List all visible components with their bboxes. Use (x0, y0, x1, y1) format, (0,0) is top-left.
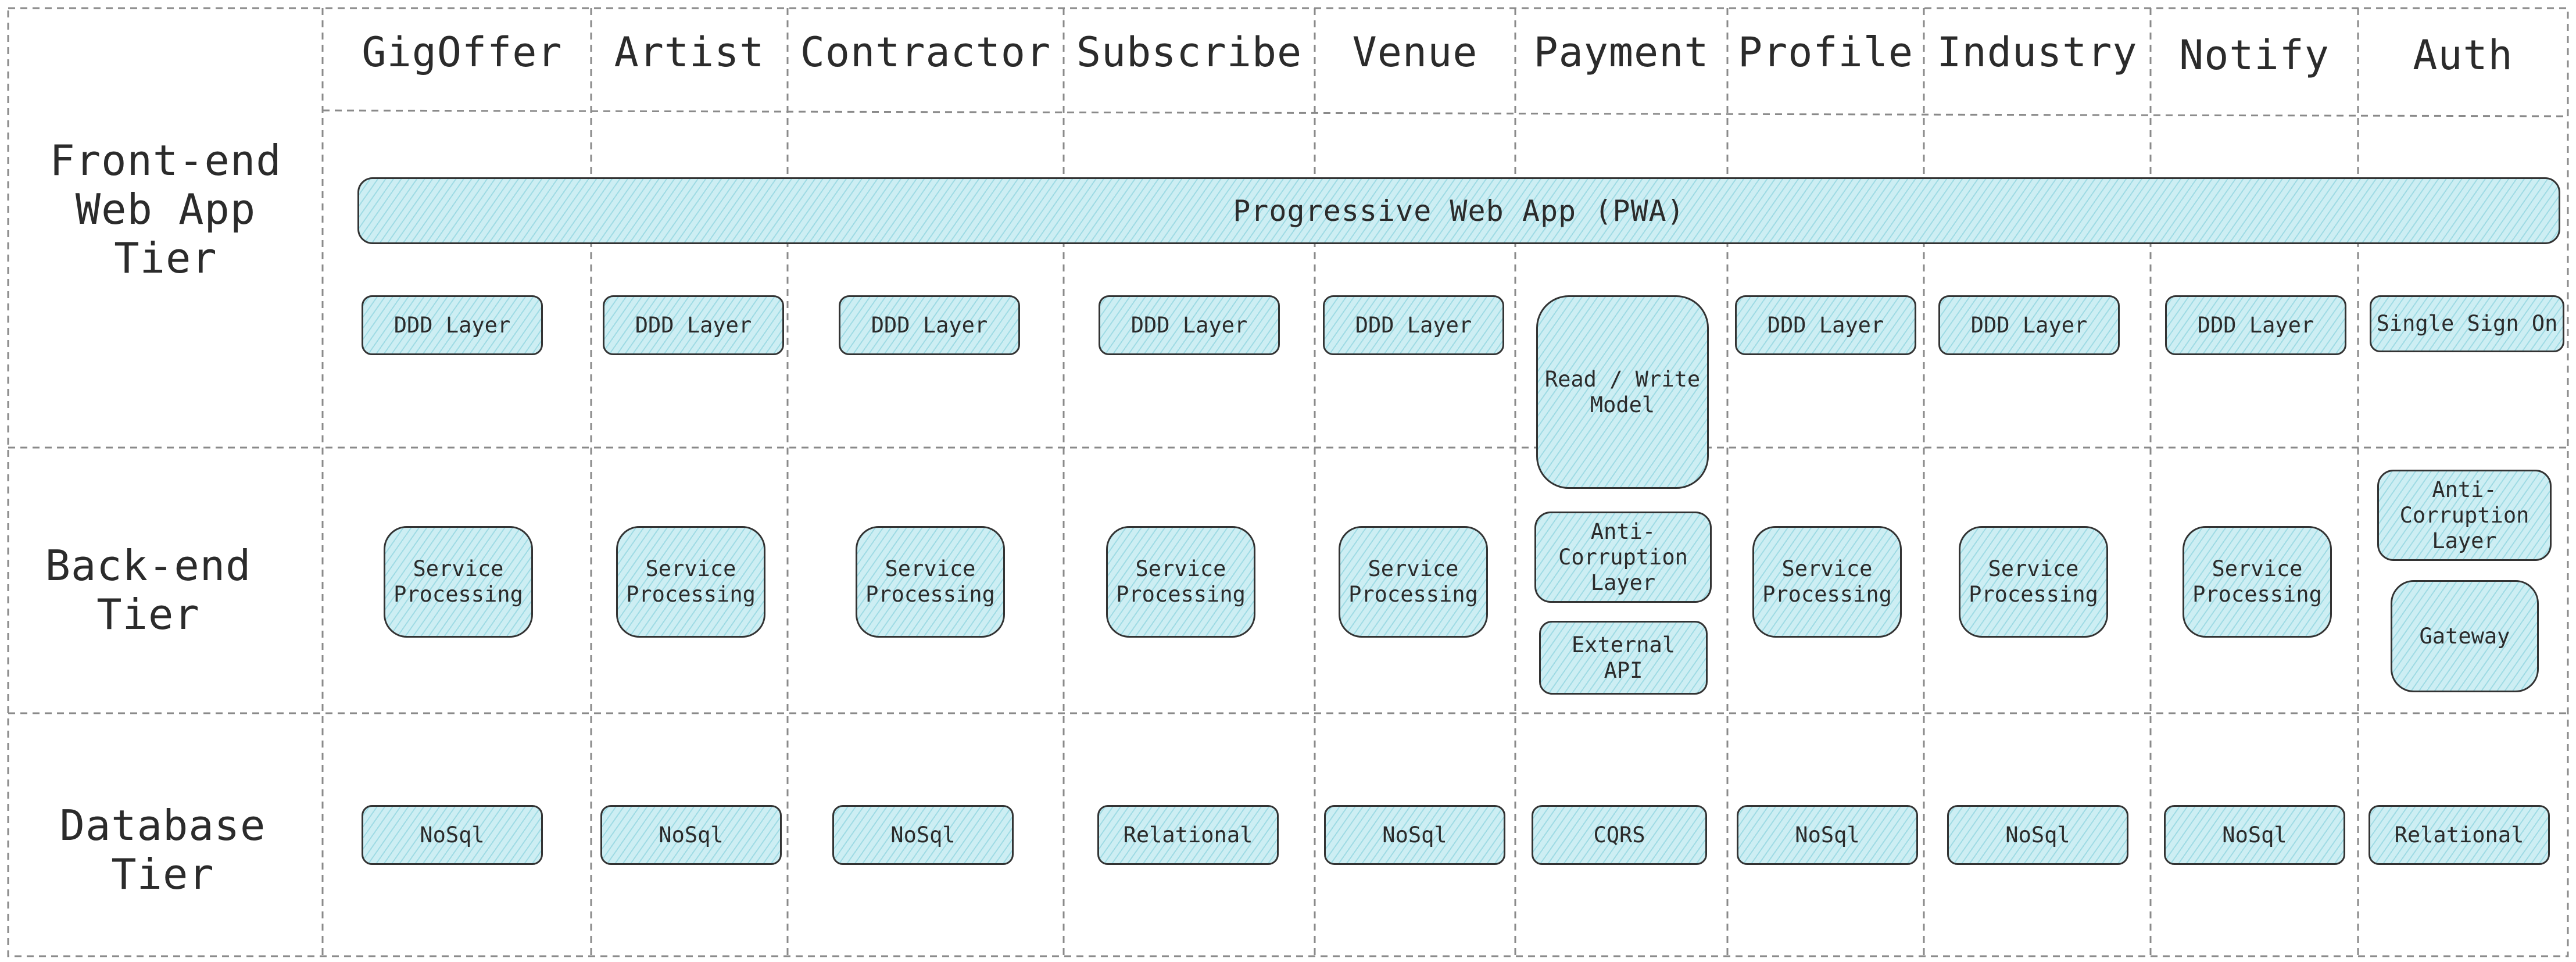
ddd-layer-subscribe: DDD Layer (1099, 295, 1280, 355)
column-header-auth: Auth (2413, 31, 2513, 79)
database-notify: NoSql (2164, 805, 2345, 865)
service-processing-gigoffer: Service Processing (384, 526, 533, 638)
database-industry: NoSql (1947, 805, 2128, 865)
database-contractor: NoSql (832, 805, 1014, 865)
tier-label-frontend: Front-end Web App Tier (49, 136, 282, 282)
read-write-model-payment: Read / Write Model (1536, 295, 1709, 489)
ddd-layer-contractor: DDD Layer (839, 295, 1020, 355)
service-processing-artist: Service Processing (616, 526, 765, 638)
ddd-layer-artist: DDD Layer (603, 295, 784, 355)
column-header-artist: Artist (614, 28, 765, 76)
ddd-layer-venue: DDD Layer (1323, 295, 1504, 355)
ddd-layer-notify: DDD Layer (2165, 295, 2346, 355)
service-processing-industry: Service Processing (1959, 526, 2108, 638)
database-auth: Relational (2369, 805, 2550, 865)
database-profile: NoSql (1737, 805, 1918, 865)
database-subscribe: Relational (1097, 805, 1279, 865)
database-venue: NoSql (1324, 805, 1505, 865)
anti-corruption-layer-payment: Anti- Corruption Layer (1534, 512, 1712, 603)
ddd-layer-profile: DDD Layer (1735, 295, 1916, 355)
column-header-subscribe: Subscribe (1076, 28, 1303, 76)
column-header-notify: Notify (2179, 31, 2330, 79)
service-processing-venue: Service Processing (1339, 526, 1488, 638)
column-header-contractor: Contractor (800, 28, 1051, 76)
service-processing-notify: Service Processing (2183, 526, 2332, 638)
column-header-venue: Venue (1352, 28, 1478, 76)
tier-label-backend: Back-end Tier (45, 541, 252, 639)
tier-label-database: Database Tier (59, 801, 266, 899)
service-processing-subscribe: Service Processing (1106, 526, 1255, 638)
service-processing-profile: Service Processing (1752, 526, 1902, 638)
pwa-banner: Progressive Web App (PWA) (357, 177, 2560, 244)
column-header-industry: Industry (1937, 28, 2138, 76)
column-header-payment: Payment (1533, 28, 1709, 76)
column-header-profile: Profile (1737, 28, 1913, 76)
database-gigoffer: NoSql (362, 805, 543, 865)
ddd-layer-gigoffer: DDD Layer (362, 295, 543, 355)
single-sign-on-auth: Single Sign On (2370, 295, 2564, 352)
anti-corruption-layer-auth: Anti- Corruption Layer (2377, 470, 2552, 561)
database-payment: CQRS (1532, 805, 1707, 865)
service-processing-contractor: Service Processing (856, 526, 1005, 638)
ddd-layer-industry: DDD Layer (1938, 295, 2120, 355)
column-header-gigoffer: GigOffer (362, 28, 563, 76)
database-artist: NoSql (600, 805, 782, 865)
gateway-auth: Gateway (2391, 580, 2539, 692)
external-api-payment: External API (1539, 621, 1708, 695)
